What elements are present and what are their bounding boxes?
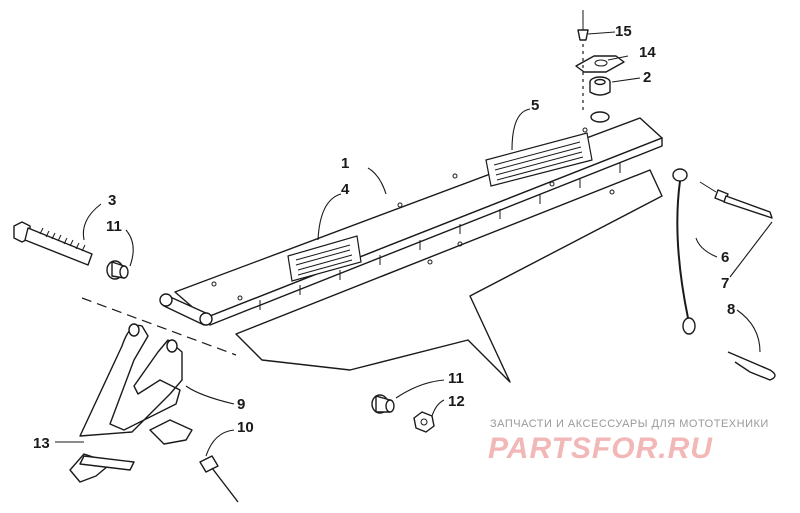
watermark: ЗАПЧАСТИ И АКСЕССУАРЫ ДЛЯ МОТОТЕХНИКИ PA… (488, 418, 769, 465)
decal-right (485, 132, 593, 187)
callout-14: 14 (639, 44, 656, 61)
callout-5: 5 (531, 97, 539, 114)
watermark-logo: PARTSFOR.RU (488, 432, 713, 465)
callout-1: 1 (341, 155, 349, 172)
center-line (81, 297, 237, 356)
callout-11-upper: 11 (106, 218, 122, 235)
plate (575, 55, 625, 73)
callout-12: 12 (448, 393, 465, 410)
callout-13: 13 (33, 435, 50, 452)
bolt (13, 221, 93, 266)
watermark-tagline: ЗАПЧАСТИ И АКСЕССУАРЫ ДЛЯ МОТОТЕХНИКИ (490, 418, 769, 430)
callout-7: 7 (721, 275, 729, 292)
hair-pin-clip (727, 351, 776, 381)
tether-cable (672, 168, 696, 335)
callout-3: 3 (108, 192, 116, 209)
callout-2: 2 (643, 69, 651, 86)
callout-6: 6 (721, 249, 729, 266)
callout-11-lower: 11 (448, 370, 464, 387)
base-plate (69, 453, 135, 483)
pin-10 (199, 455, 239, 503)
callout-8: 8 (727, 301, 735, 318)
bushing-left (106, 260, 129, 280)
screw (577, 10, 589, 110)
decal-left (287, 235, 362, 282)
lever-plate (149, 419, 193, 445)
bushing-top (589, 76, 611, 96)
callout-4: 4 (341, 181, 350, 198)
bracket (79, 323, 183, 437)
bushing-lower (371, 394, 395, 414)
hitch-pin (699, 181, 773, 219)
callout-9: 9 (237, 396, 245, 413)
callout-15: 15 (615, 23, 632, 40)
callout-10: 10 (237, 419, 254, 436)
lock-nut (413, 411, 435, 433)
leader-lines (55, 31, 773, 457)
callouts: 1 2 3 4 5 6 7 8 9 10 11 11 12 13 14 15 (33, 23, 735, 452)
